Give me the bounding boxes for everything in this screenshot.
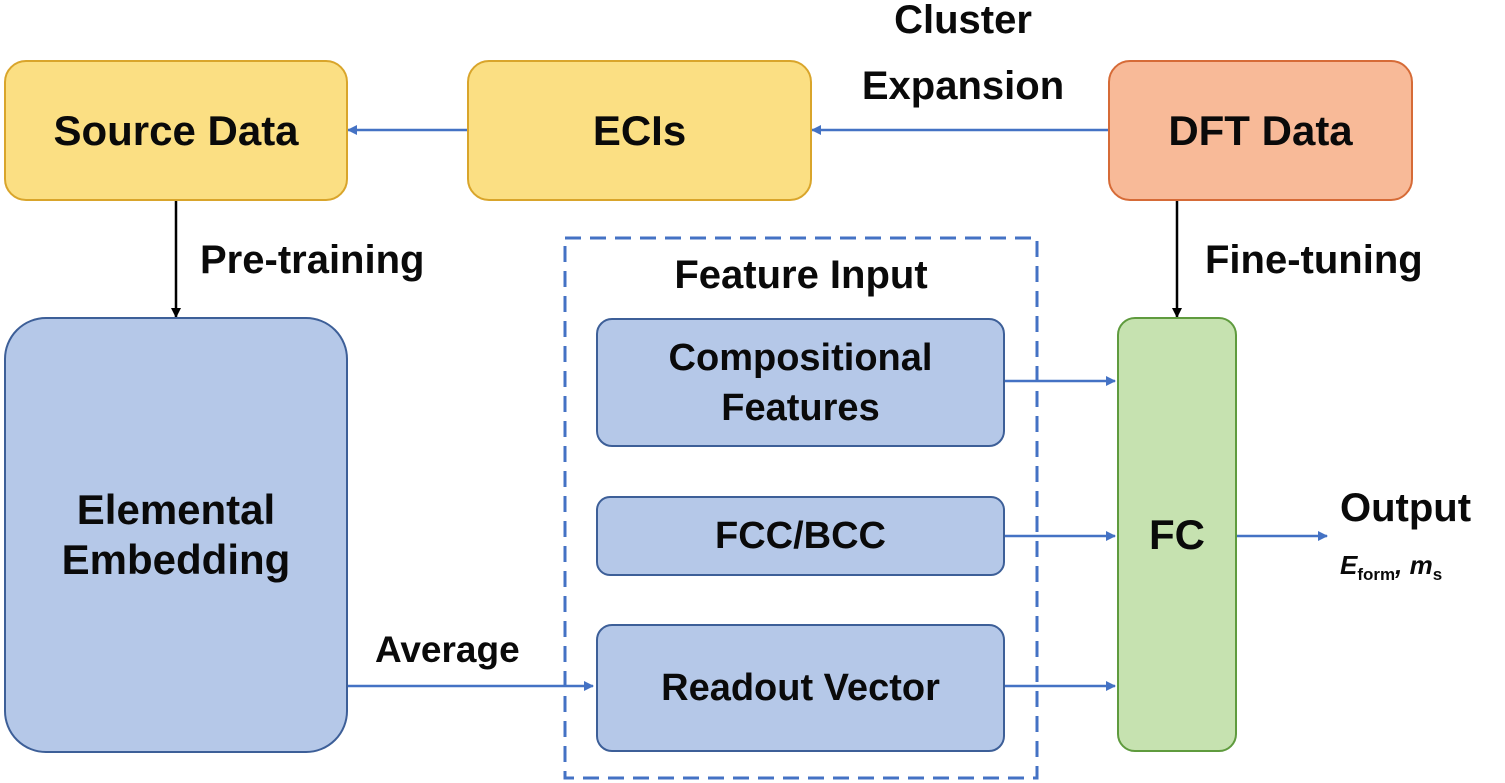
ecis-box: ECIs — [467, 60, 812, 201]
fc-box: FC — [1117, 317, 1237, 752]
output-e-symbol: E — [1340, 550, 1358, 580]
compositional-features-line1: Compositional — [668, 336, 933, 379]
output-quantities: Eform, ms — [1340, 550, 1443, 584]
fine-tuning-label: Fine-tuning — [1205, 238, 1423, 282]
readout-vector-box: Readout Vector — [596, 624, 1005, 752]
fcc-bcc-box: FCC/BCC — [596, 496, 1005, 576]
cluster-expansion-label: Cluster Expansion — [836, 0, 1090, 106]
output-label: Output — [1340, 486, 1472, 530]
fc-label: FC — [1149, 510, 1205, 558]
output-m-symbol: m — [1409, 550, 1433, 580]
source-data-box: Source Data — [4, 60, 348, 201]
cluster-expansion-line1: Cluster — [894, 0, 1032, 42]
fcc-bcc-label: FCC/BCC — [715, 515, 886, 557]
dft-data-box: DFT Data — [1108, 60, 1413, 201]
output-e-subscript: form — [1357, 565, 1396, 584]
elemental-embedding-box: Elemental Embedding — [4, 317, 348, 753]
ecis-label: ECIs — [592, 106, 687, 154]
pre-training-label: Pre-training — [200, 238, 425, 282]
compositional-features-box: Compositional Features — [596, 318, 1005, 447]
source-data-label: Source Data — [53, 106, 299, 154]
compositional-features-line2: Features — [721, 386, 880, 429]
feature-input-dashed-frame — [563, 236, 1039, 780]
output-m-subscript: s — [1432, 565, 1443, 584]
dft-data-label: DFT Data — [1168, 106, 1353, 154]
feature-input-title: Feature Input — [674, 253, 928, 297]
readout-vector-label: Readout Vector — [661, 667, 940, 709]
elemental-embedding-line2: Embedding — [61, 536, 291, 583]
average-label: Average — [375, 629, 520, 670]
elemental-embedding-line1: Elemental — [76, 486, 276, 533]
cluster-expansion-line2: Expansion — [861, 64, 1065, 108]
